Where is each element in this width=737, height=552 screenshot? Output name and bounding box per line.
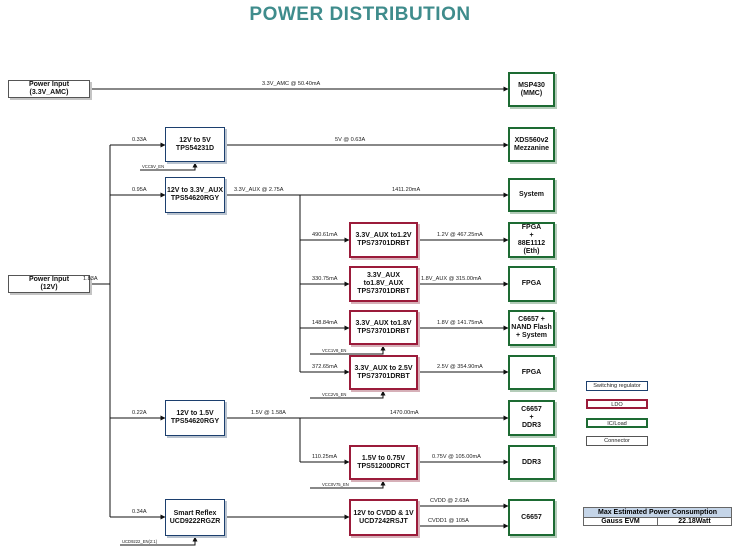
label-1v2-rail: 1.2V @ 467.25mA bbox=[437, 232, 483, 238]
load-xds560v2: XDS560v2 Mezzanine bbox=[508, 127, 555, 162]
label-1v5-rail: 1.5V @ 1.58A bbox=[251, 410, 286, 416]
label-0v75-rail: 0.75V @ 105.00mA bbox=[432, 454, 481, 460]
wire-en-ucd bbox=[120, 536, 198, 546]
label-5v-rail: 5V @ 0.63A bbox=[335, 137, 366, 143]
label-ldo-1v8-aux-input: 330.75mA bbox=[312, 276, 338, 282]
label-2v5-rail: 2.5V @ 354.90mA bbox=[437, 364, 483, 370]
legend-connector: Connector bbox=[586, 436, 648, 446]
regulator-12v-to-5v: 12V to 5V TPS54231D bbox=[165, 127, 225, 162]
power-summary-value: 22.18Watt bbox=[678, 518, 711, 525]
wire-en-0v75 bbox=[310, 480, 386, 489]
legend-switching-regulator: Switching regulator bbox=[586, 381, 648, 391]
enable-ucd9222: UCD9222_EN(2:1) bbox=[122, 539, 158, 544]
label-to-smart-reflex-current: 0.34A bbox=[132, 509, 147, 515]
load-fpga-2: FPGA bbox=[508, 355, 555, 390]
ldo-3v3-aux-to-1v8: 3.3V_AUX to1.8V TPS73701DRBT bbox=[349, 310, 418, 345]
label-1v8-aux-rail: 1.8V_AUX @ 315.00mA bbox=[421, 276, 482, 282]
enable-vcc2v5: VCC2V5_EN bbox=[322, 392, 347, 397]
label-cvdd1-rail: CVDD1 @ 105A bbox=[428, 518, 469, 524]
label-c6657-ddr3-current: 1470.00mA bbox=[390, 410, 419, 416]
label-ldo-1v8-input: 148.84mA bbox=[312, 320, 338, 326]
regulator-12v-to-1v5: 12V to 1.5V TPS54620RGY bbox=[165, 400, 225, 436]
power-summary-name: Gauss EVM bbox=[584, 518, 658, 526]
label-ldo-0v75-input: 110.25mA bbox=[312, 454, 338, 460]
ldo-1v5-to-0v75: 1.5V to 0.75V TPS51200DRCT bbox=[349, 445, 418, 480]
label-amc-rail: 3.3V_AMC @ 50.40mA bbox=[262, 81, 321, 87]
regulator-smart-reflex: Smart Reflex UCD9222RGZR bbox=[165, 499, 225, 536]
power-input-3v3-amc: Power Input (3.3V_AMC) bbox=[8, 80, 90, 98]
regulator-12v-to-3v3-aux: 12V to 3.3V_AUX TPS54620RGY bbox=[165, 177, 225, 213]
label-3v3-aux-rail: 3.3V_AUX @ 2.75A bbox=[234, 187, 284, 193]
page-title: POWER DISTRIBUTION bbox=[249, 4, 471, 25]
ldo-3v3-aux-to-2v5: 3.3V_AUX to 2.5V TPS73701DRBT bbox=[349, 355, 418, 390]
wire-en-1v8 bbox=[310, 345, 386, 355]
load-ddr3: DDR3 bbox=[508, 445, 555, 480]
enable-vcc1v8: VCC1V8_EN bbox=[322, 348, 347, 353]
power-summary-table: Max Estimated Power Consumption Gauss EV… bbox=[583, 507, 732, 526]
label-to-3v3-aux-current: 0.95A bbox=[132, 187, 147, 193]
load-system: System bbox=[508, 178, 555, 212]
power-input-12v: Power Input (12V) bbox=[8, 275, 90, 293]
power-summary-header: Max Estimated Power Consumption bbox=[584, 508, 731, 518]
legend-ic-load: IC/Load bbox=[586, 418, 648, 428]
load-fpga-eth: FPGA + 88E1112 (Eth) bbox=[508, 222, 555, 258]
load-msp430: MSP430 (MMC) bbox=[508, 72, 555, 107]
enable-vcc0v75: VCC0V75_EN bbox=[322, 482, 349, 487]
label-ldo-1v2-input: 490.61mA bbox=[312, 232, 338, 238]
ldo-3v3-aux-to-1v2: 3.3V_AUX to1.2V TPS73701DRBT bbox=[349, 222, 418, 258]
legend-ldo: LDO bbox=[586, 399, 648, 409]
label-system-current: 1411.20mA bbox=[392, 187, 421, 193]
ldo-3v3-aux-to-1v8-aux: 3.3V_AUX to1.8V_AUX TPS73701DRBT bbox=[349, 266, 418, 302]
label-cvdd-rail: CVDD @ 2.63A bbox=[430, 498, 470, 504]
enable-vcc5v: VCC5V_EN bbox=[142, 164, 165, 169]
label-1v8-rail: 1.8V @ 141.75mA bbox=[437, 320, 483, 326]
load-c6657: C6657 bbox=[508, 499, 555, 536]
wire-en-2v5 bbox=[310, 390, 386, 399]
wire-en-5v bbox=[140, 162, 198, 171]
load-c6657-nand-system: C6657 + NAND Flash + System bbox=[508, 310, 555, 346]
regulator-12v-to-cvdd: 12V to CVDD & 1V UCD7242RSJT bbox=[349, 499, 418, 536]
load-fpga-1: FPGA bbox=[508, 266, 555, 302]
label-to-5v-current: 0.33A bbox=[132, 137, 147, 143]
label-ldo-2v5-input: 372.65mA bbox=[312, 364, 338, 370]
label-12v-input-current: 1.83A bbox=[83, 276, 98, 282]
load-c6657-ddr3: C6657 + DDR3 bbox=[508, 400, 555, 436]
label-to-1v5-current: 0.22A bbox=[132, 410, 147, 416]
